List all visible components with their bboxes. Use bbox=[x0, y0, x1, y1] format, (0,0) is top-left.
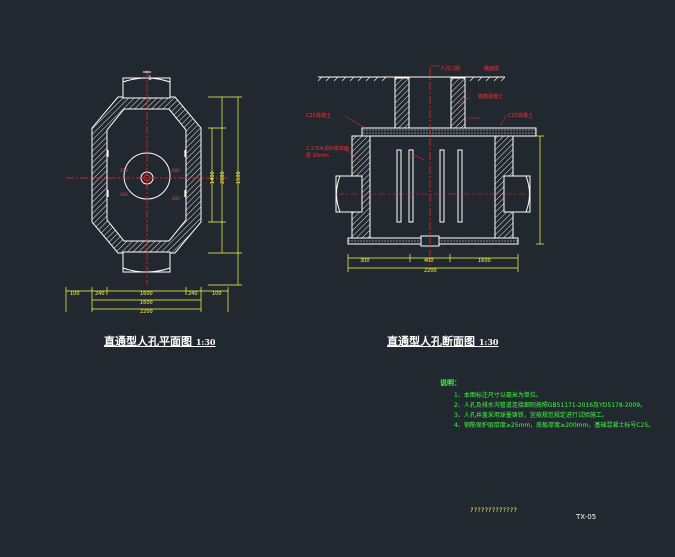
label-manhole-frame: 人孔口圈 bbox=[440, 65, 460, 72]
label-rc: 钢筋混凝土 bbox=[478, 93, 503, 100]
sdim-400: 400 bbox=[424, 258, 434, 264]
plan-view: 1 200 600 400 400 bbox=[66, 70, 228, 285]
dim-2080: 2080 bbox=[220, 171, 226, 184]
notes-title: 说明： bbox=[440, 379, 461, 387]
section-neck-right bbox=[450, 77, 466, 129]
plan-wall bbox=[91, 96, 202, 254]
label-thickness: 厚 20mm bbox=[306, 153, 329, 159]
dim-2200: 2200 bbox=[140, 309, 153, 315]
sdim-1600: 1600 bbox=[478, 258, 491, 264]
section-dimensions bbox=[347, 135, 544, 272]
section-caption: 直通型人孔断面图 1:30 bbox=[387, 333, 499, 349]
section-title: 直通型人孔断面图 bbox=[387, 335, 475, 348]
svg-text:600: 600 bbox=[172, 168, 180, 173]
dim-240-b: 240 bbox=[188, 291, 198, 297]
notes-block: 说明： 1、本图标注尺寸以毫米为单位。 2、人孔及排水沟管道连接细则按照GB51… bbox=[440, 378, 654, 431]
dim-100-a: 100 bbox=[70, 291, 80, 297]
dim-1400: 1400 bbox=[210, 171, 216, 184]
note-item: 4、钢筋保护层厚度≥25mm，底板厚度≥200mm，基础混凝土标号C25。 bbox=[454, 422, 655, 429]
dim-240-a: 240 bbox=[95, 291, 105, 297]
label-road-surface: 路面层 bbox=[484, 65, 499, 72]
section-labels: 人孔口圈 路面层 C25混凝土 1:2.5水泥砂浆抹面 厚 20mm 钢筋混凝土… bbox=[306, 65, 533, 161]
note-item: 3、人孔井盖采用球墨铸铁，宜按规范规定进行试验施工。 bbox=[454, 412, 608, 419]
dim-1500: 1500 bbox=[236, 171, 242, 184]
section-dim-labels: 300 400 1600 2200 bbox=[360, 258, 491, 274]
dim-1600-b: 1600 bbox=[140, 300, 153, 306]
plan-scale: 1:30 bbox=[195, 337, 216, 347]
plan-dim-labels: 100 240 1600 240 100 1600 2200 1400 2080… bbox=[70, 171, 242, 315]
sdim-300: 300 bbox=[360, 258, 370, 264]
section-scale: 1:30 bbox=[478, 337, 499, 347]
label-c25-right: C25混凝土 bbox=[508, 112, 533, 119]
note-item: 2、人孔及排水沟管道连接细则按照GB51171-2016及YD5178-2009… bbox=[454, 402, 647, 409]
drawing-code: TX-05 bbox=[576, 513, 597, 521]
label-mortar: 1:2.5水泥砂浆抹面 bbox=[306, 145, 349, 152]
note-item: 1、本图标注尺寸以毫米为单位。 bbox=[454, 392, 542, 399]
dim-1600-a: 1600 bbox=[140, 291, 153, 297]
svg-text:400: 400 bbox=[172, 196, 180, 201]
label-c25-left: C25混凝土 bbox=[306, 112, 331, 119]
section-roof-slab bbox=[361, 127, 537, 137]
plan-dimensions bbox=[65, 96, 242, 312]
section-view bbox=[317, 68, 537, 265]
dim-100-b: 100 bbox=[212, 291, 222, 297]
plan-section-mark: 1 bbox=[148, 75, 152, 82]
plan-pipe-top bbox=[122, 77, 171, 99]
title-block-stamp: ????????????? bbox=[470, 507, 517, 514]
svg-text:400: 400 bbox=[120, 192, 128, 197]
section-neck-left bbox=[394, 77, 410, 129]
svg-text:200: 200 bbox=[120, 168, 128, 173]
plan-caption: 直通型人孔平面图 1:30 bbox=[104, 333, 216, 349]
plan-title: 直通型人孔平面图 bbox=[104, 335, 192, 348]
plan-pipe-bottom bbox=[122, 251, 171, 273]
sdim-2200: 2200 bbox=[424, 268, 437, 274]
